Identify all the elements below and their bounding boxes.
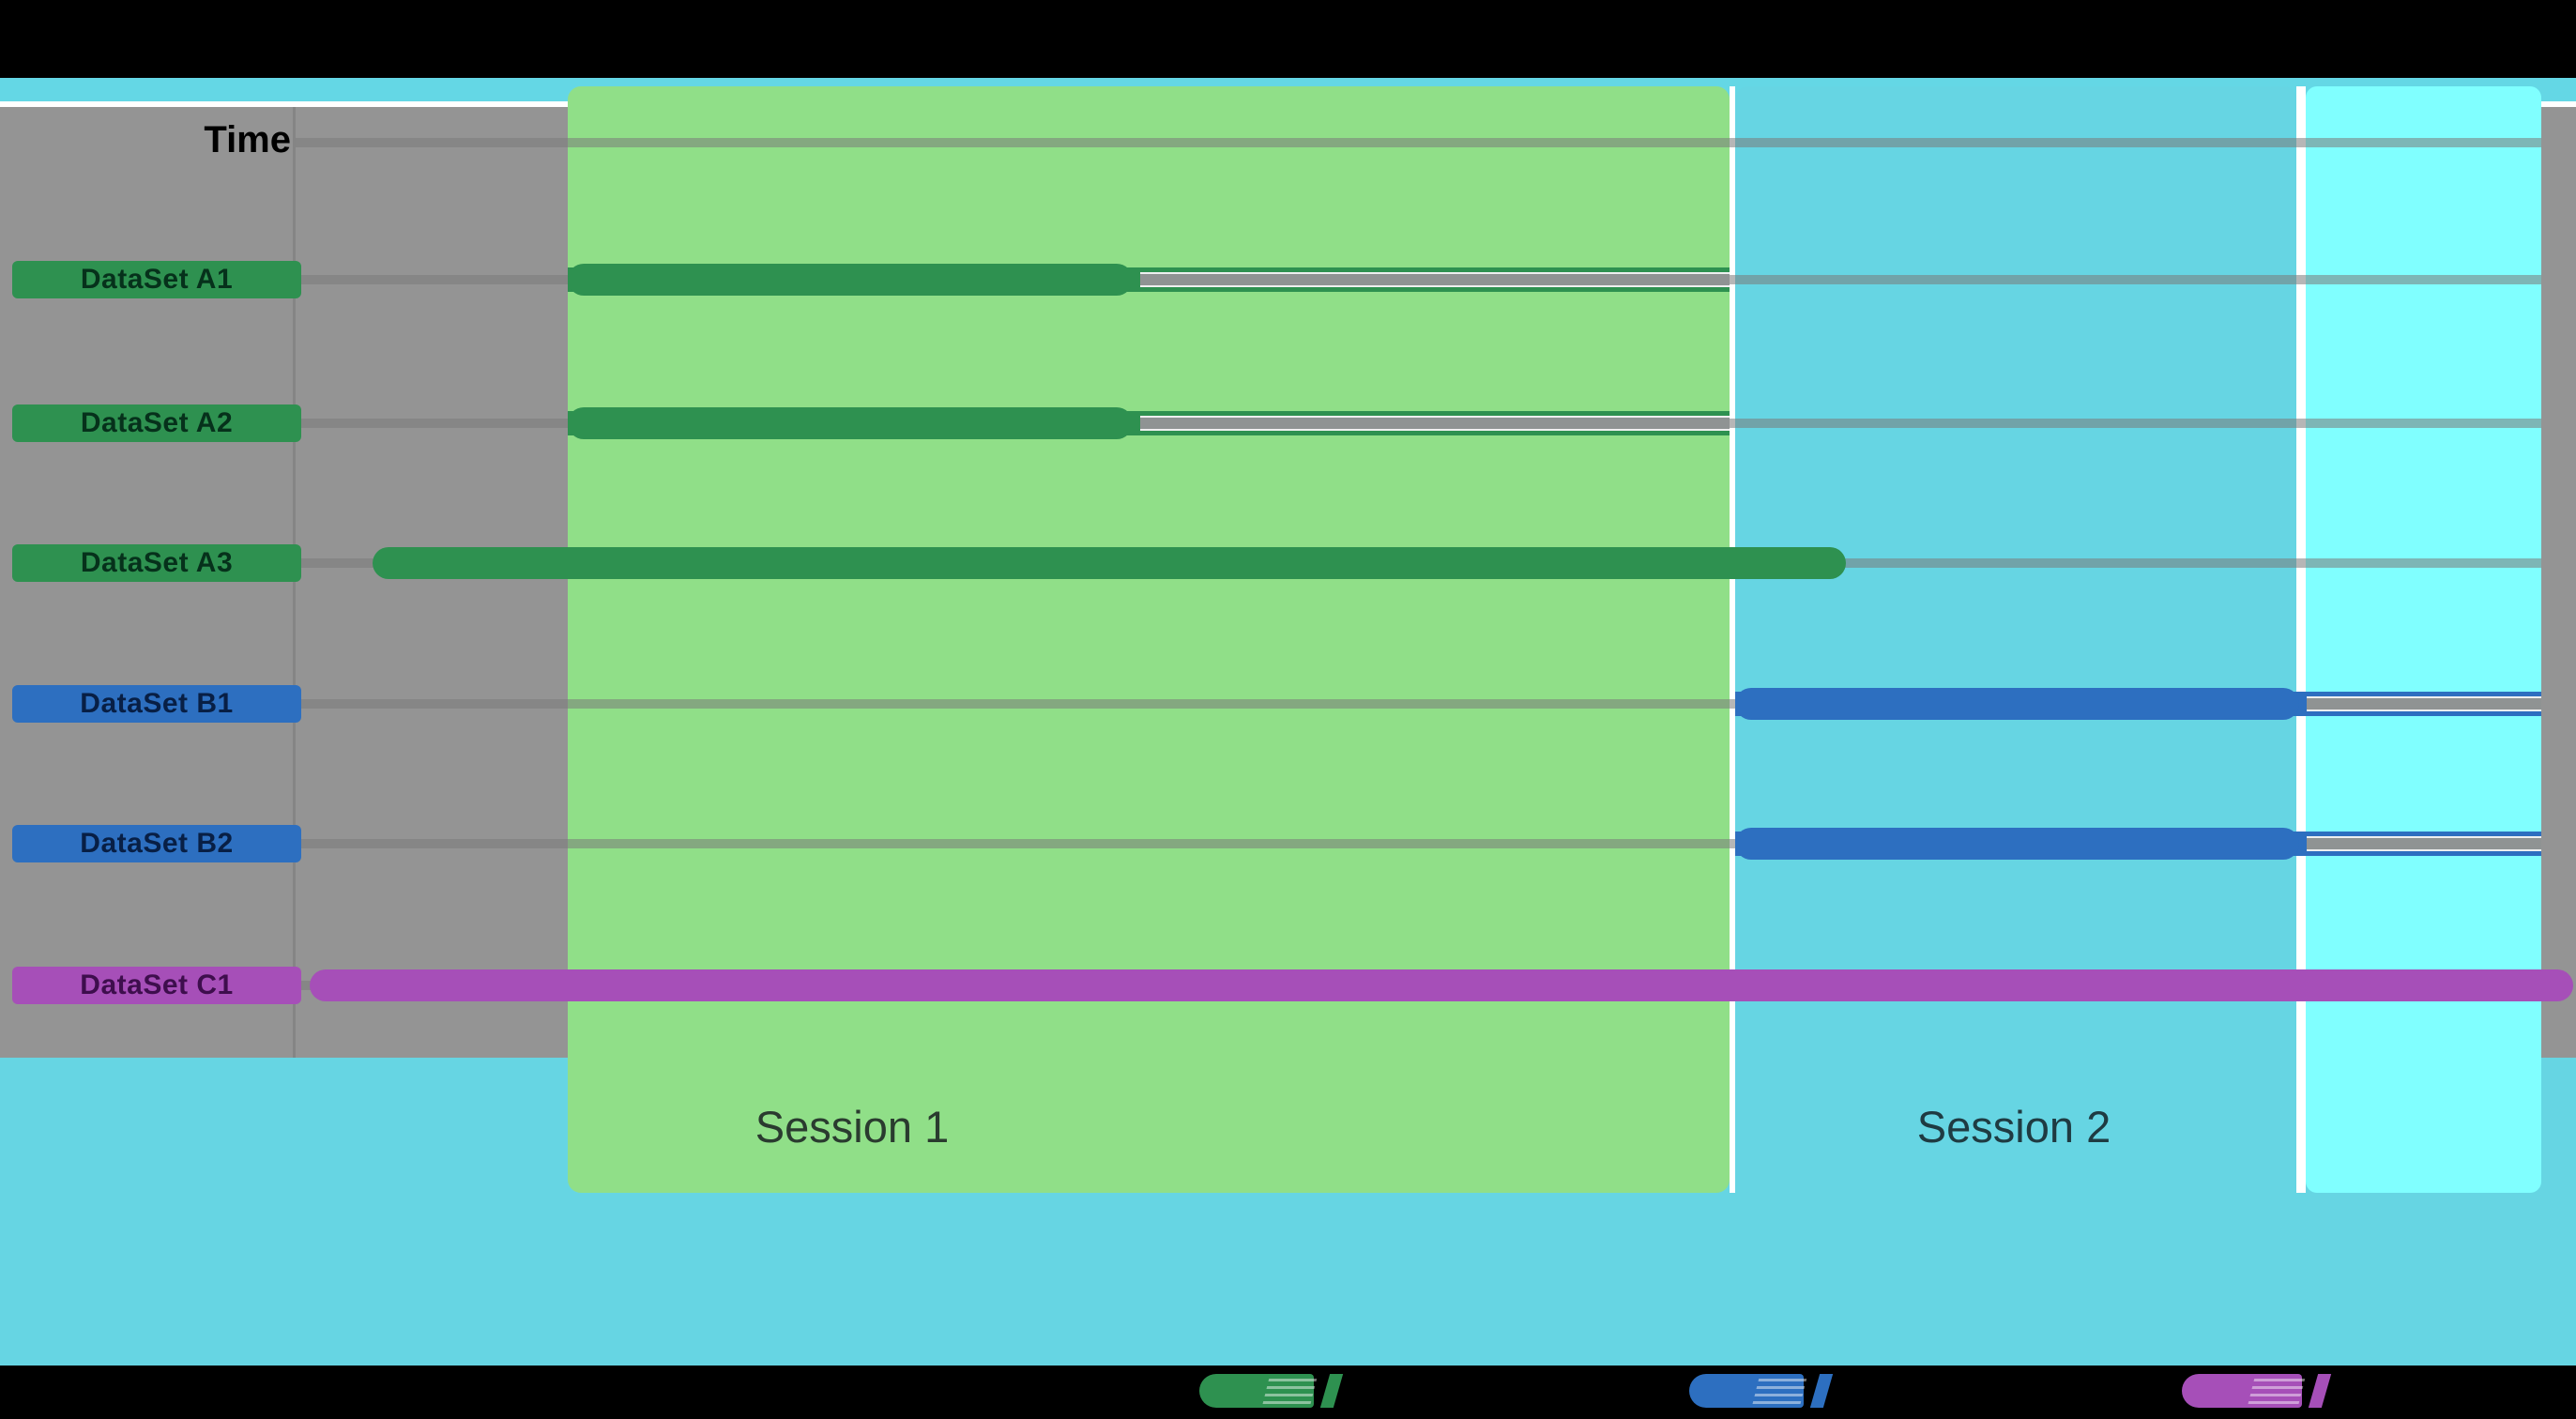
session-label-1: Session 1 <box>755 1101 950 1152</box>
bar-capsule <box>568 264 1133 296</box>
row-label-text: DataSet A1 <box>80 264 234 295</box>
legend-slash-mark-series-a <box>1319 1374 1344 1408</box>
legend-slash-mark-series-b <box>1809 1374 1834 1408</box>
session-label-2: Session 2 <box>1916 1101 2111 1152</box>
gridline-0 <box>296 138 2541 147</box>
gridline-4 <box>296 699 2541 709</box>
track-gridline-overlay <box>2307 696 2541 711</box>
bar-capsule <box>1735 688 2299 720</box>
legend-swatch-series-a <box>1199 1374 1318 1408</box>
row-label-pill: DataSet A2 <box>12 404 301 442</box>
band-gap-2 <box>2296 86 2306 1193</box>
legend-swatch-stripes <box>1261 1374 1318 1408</box>
row-label-pill: DataSet C1 <box>12 967 301 1004</box>
row-label-pill: DataSet A1 <box>12 261 301 298</box>
legend-swatch-stripes <box>1751 1374 1808 1408</box>
row-label-pill: DataSet A3 <box>12 544 301 582</box>
bar-capsule <box>310 969 2573 1001</box>
right-gray-panel <box>2541 107 2576 1058</box>
gridline-5 <box>296 839 2541 848</box>
legend-slash-mark-series-c <box>2308 1374 2332 1408</box>
bar-capsule <box>568 407 1133 439</box>
track-gridline-overlay <box>1140 416 1730 431</box>
row-label-text: DataSet A3 <box>80 547 234 578</box>
time-axis-label: Time <box>204 118 291 160</box>
row-label-pill: DataSet B2 <box>12 825 301 862</box>
legend-swatch-series-c <box>2182 1374 2307 1408</box>
track-gridline-overlay <box>2307 836 2541 851</box>
legend-swatch-series-b <box>1689 1374 1808 1408</box>
bar-capsule <box>373 547 1846 579</box>
row-label-text: DataSet C1 <box>80 969 234 1000</box>
label-gutter-separator <box>293 107 296 1058</box>
row-label-pill: DataSet B1 <box>12 685 301 723</box>
aqua-band <box>2306 86 2541 1193</box>
band-gap-1 <box>1730 86 1735 1193</box>
row-label-text: DataSet B1 <box>80 688 234 719</box>
track-gridline-overlay <box>1140 272 1730 287</box>
row-label-text: DataSet B2 <box>80 828 234 859</box>
row-label-text: DataSet A2 <box>80 407 234 438</box>
session-band-2 <box>1735 86 2296 1193</box>
legend-swatch-stripes <box>2247 1374 2307 1408</box>
bar-capsule <box>1735 828 2299 860</box>
